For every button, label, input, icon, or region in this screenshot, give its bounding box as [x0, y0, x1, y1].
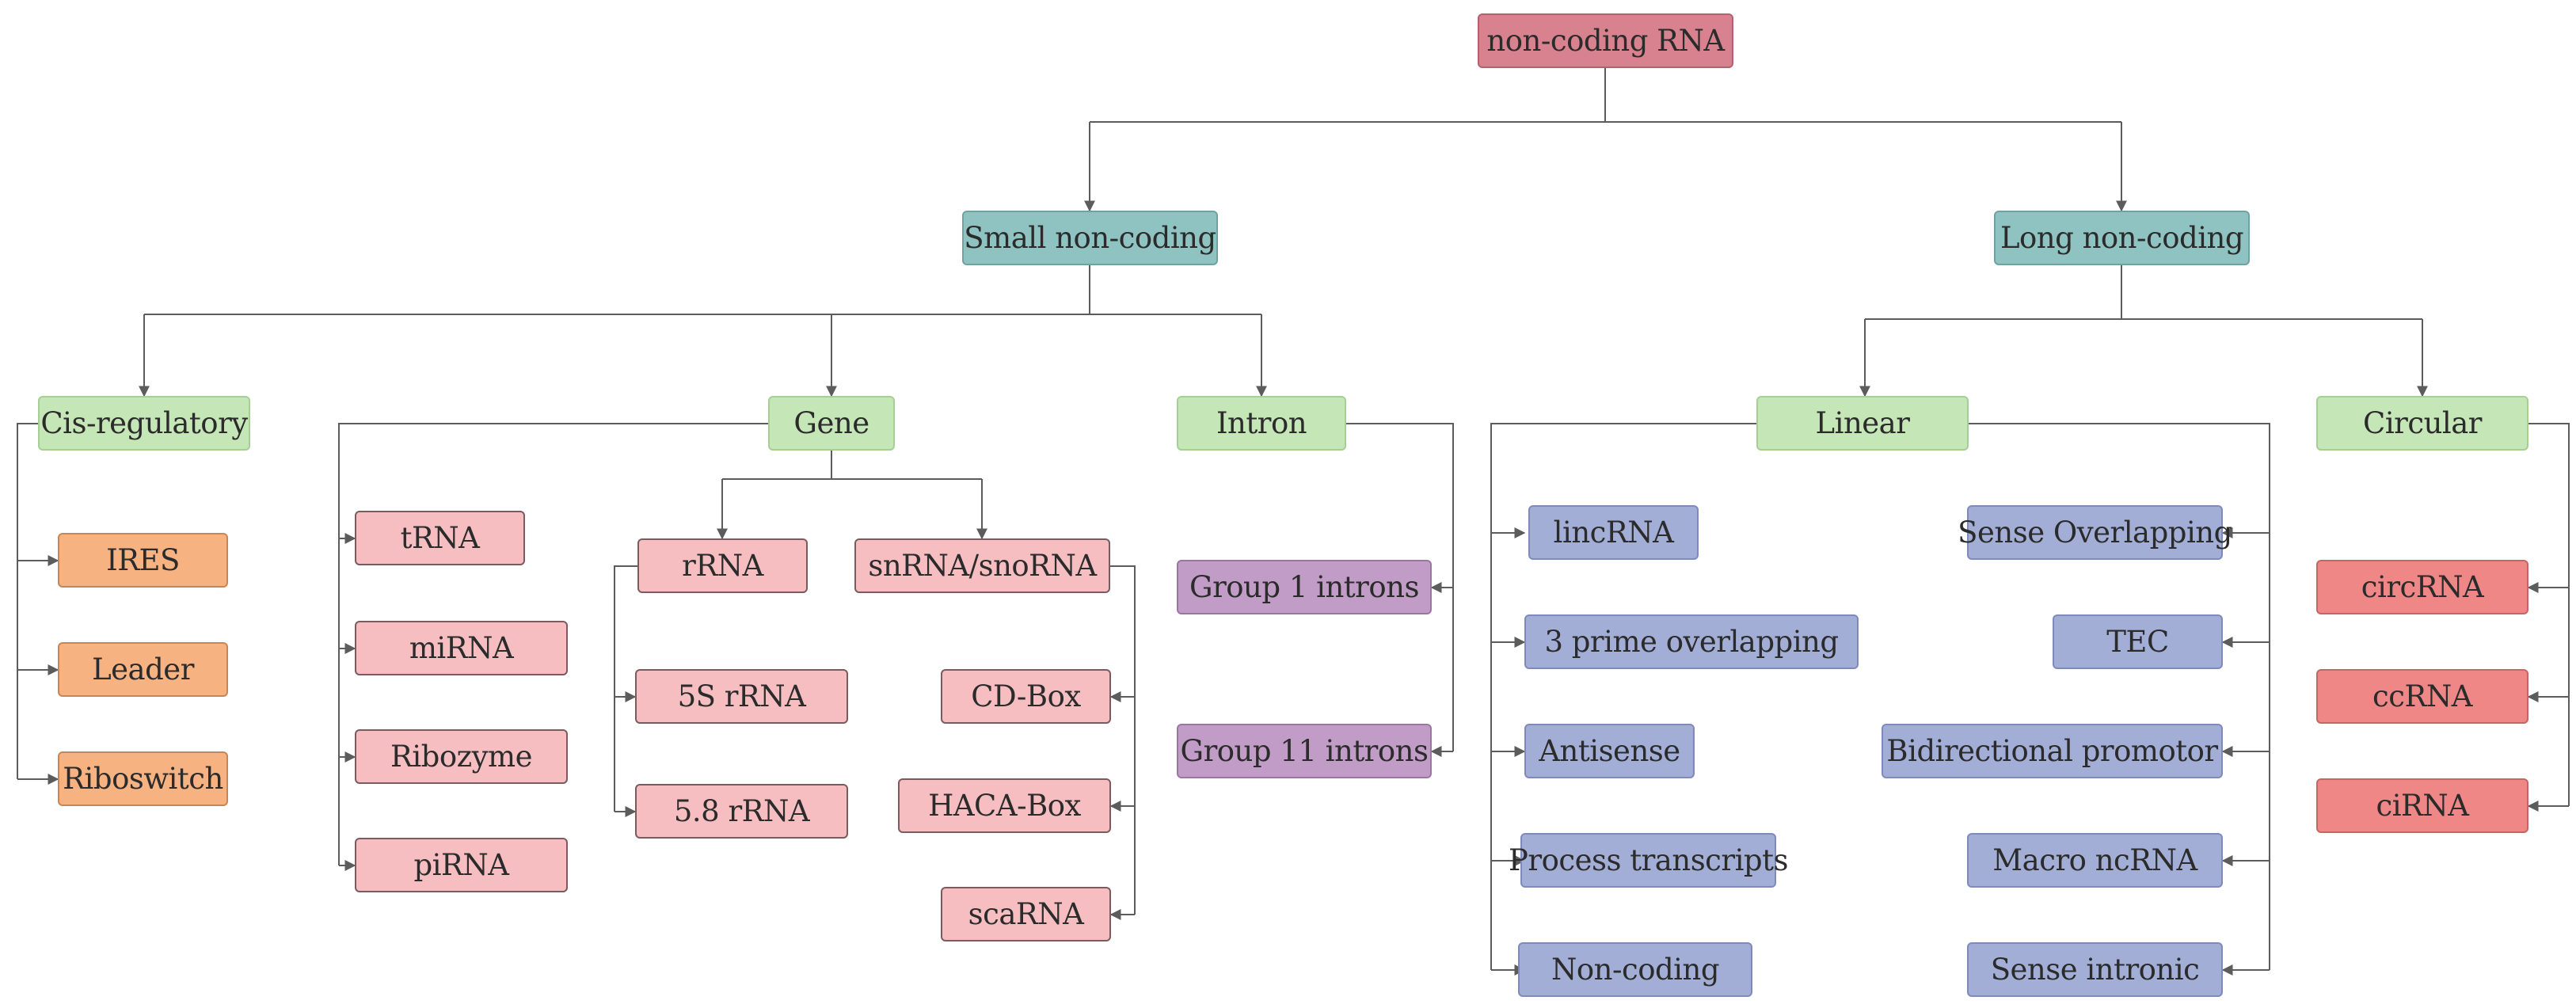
node-circular: Circular	[2316, 396, 2528, 451]
node-cirna: ciRNA	[2316, 778, 2528, 833]
node-sense-overlapping: Sense Overlapping	[1958, 505, 2232, 560]
connector-linear-left-spine	[1490, 423, 1756, 970]
connector-rrna-spine	[614, 565, 637, 812]
connector-cis-spine	[17, 423, 38, 779]
node-gene: Gene	[768, 396, 895, 451]
node-snrna-snorna: snRNA/snoRNA	[854, 538, 1110, 593]
node-long-non-coding: Long non-coding	[1994, 211, 2250, 265]
node-antisense: Antisense	[1524, 724, 1695, 778]
node-root: non-coding RNA	[1478, 13, 1733, 68]
node-scarna: scaRNA	[941, 887, 1111, 941]
node-bidirectional-promotor: Bidirectional promotor	[1882, 724, 2223, 778]
node-ires: IRES	[58, 533, 228, 588]
connector-snrna-spine	[1110, 565, 1136, 915]
node-tec: TEC	[2053, 614, 2223, 669]
node-cis-regulatory: Cis-regulatory	[38, 396, 250, 451]
node-ribozyme: Ribozyme	[355, 729, 568, 784]
node-sense-intronic: Sense intronic	[1967, 942, 2223, 997]
node-cd-box: CD-Box	[941, 669, 1111, 724]
node-trna: tRNA	[355, 511, 525, 565]
node-5-8-rrna: 5.8 rRNA	[635, 784, 848, 839]
node-riboswitch: Riboswitch	[58, 751, 228, 806]
node-small-non-coding: Small non-coding	[962, 211, 1218, 265]
connector-intron-spine	[1346, 423, 1454, 751]
connector-circular-spine	[2528, 423, 2570, 806]
node-haca-box: HACA-Box	[898, 778, 1111, 833]
node-rrna: rRNA	[637, 538, 808, 593]
node-macro-ncrna: Macro ncRNA	[1967, 833, 2223, 888]
node-leader: Leader	[58, 642, 228, 697]
node-non-coding: Non-coding	[1518, 942, 1752, 997]
node-pirna: piRNA	[355, 838, 568, 892]
node-5s-rrna: 5S rRNA	[635, 669, 848, 724]
connector-linear-right-spine	[1969, 423, 2270, 970]
node-mirna: miRNA	[355, 621, 568, 675]
node-lincrna: lincRNA	[1528, 505, 1699, 560]
node-intron: Intron	[1177, 396, 1346, 451]
connector-gene-spine	[338, 423, 768, 865]
node-process-transcripts: Process transcripts	[1509, 833, 1788, 888]
node-3-prime-overlapping: 3 prime overlapping	[1524, 614, 1859, 669]
node-ccrna: ccRNA	[2316, 669, 2528, 724]
node-circrna: circRNA	[2316, 560, 2528, 614]
node-linear: Linear	[1756, 396, 1969, 451]
node-group-1-introns: Group 1 introns	[1177, 560, 1432, 614]
node-group-11-introns: Group 11 introns	[1177, 724, 1432, 778]
